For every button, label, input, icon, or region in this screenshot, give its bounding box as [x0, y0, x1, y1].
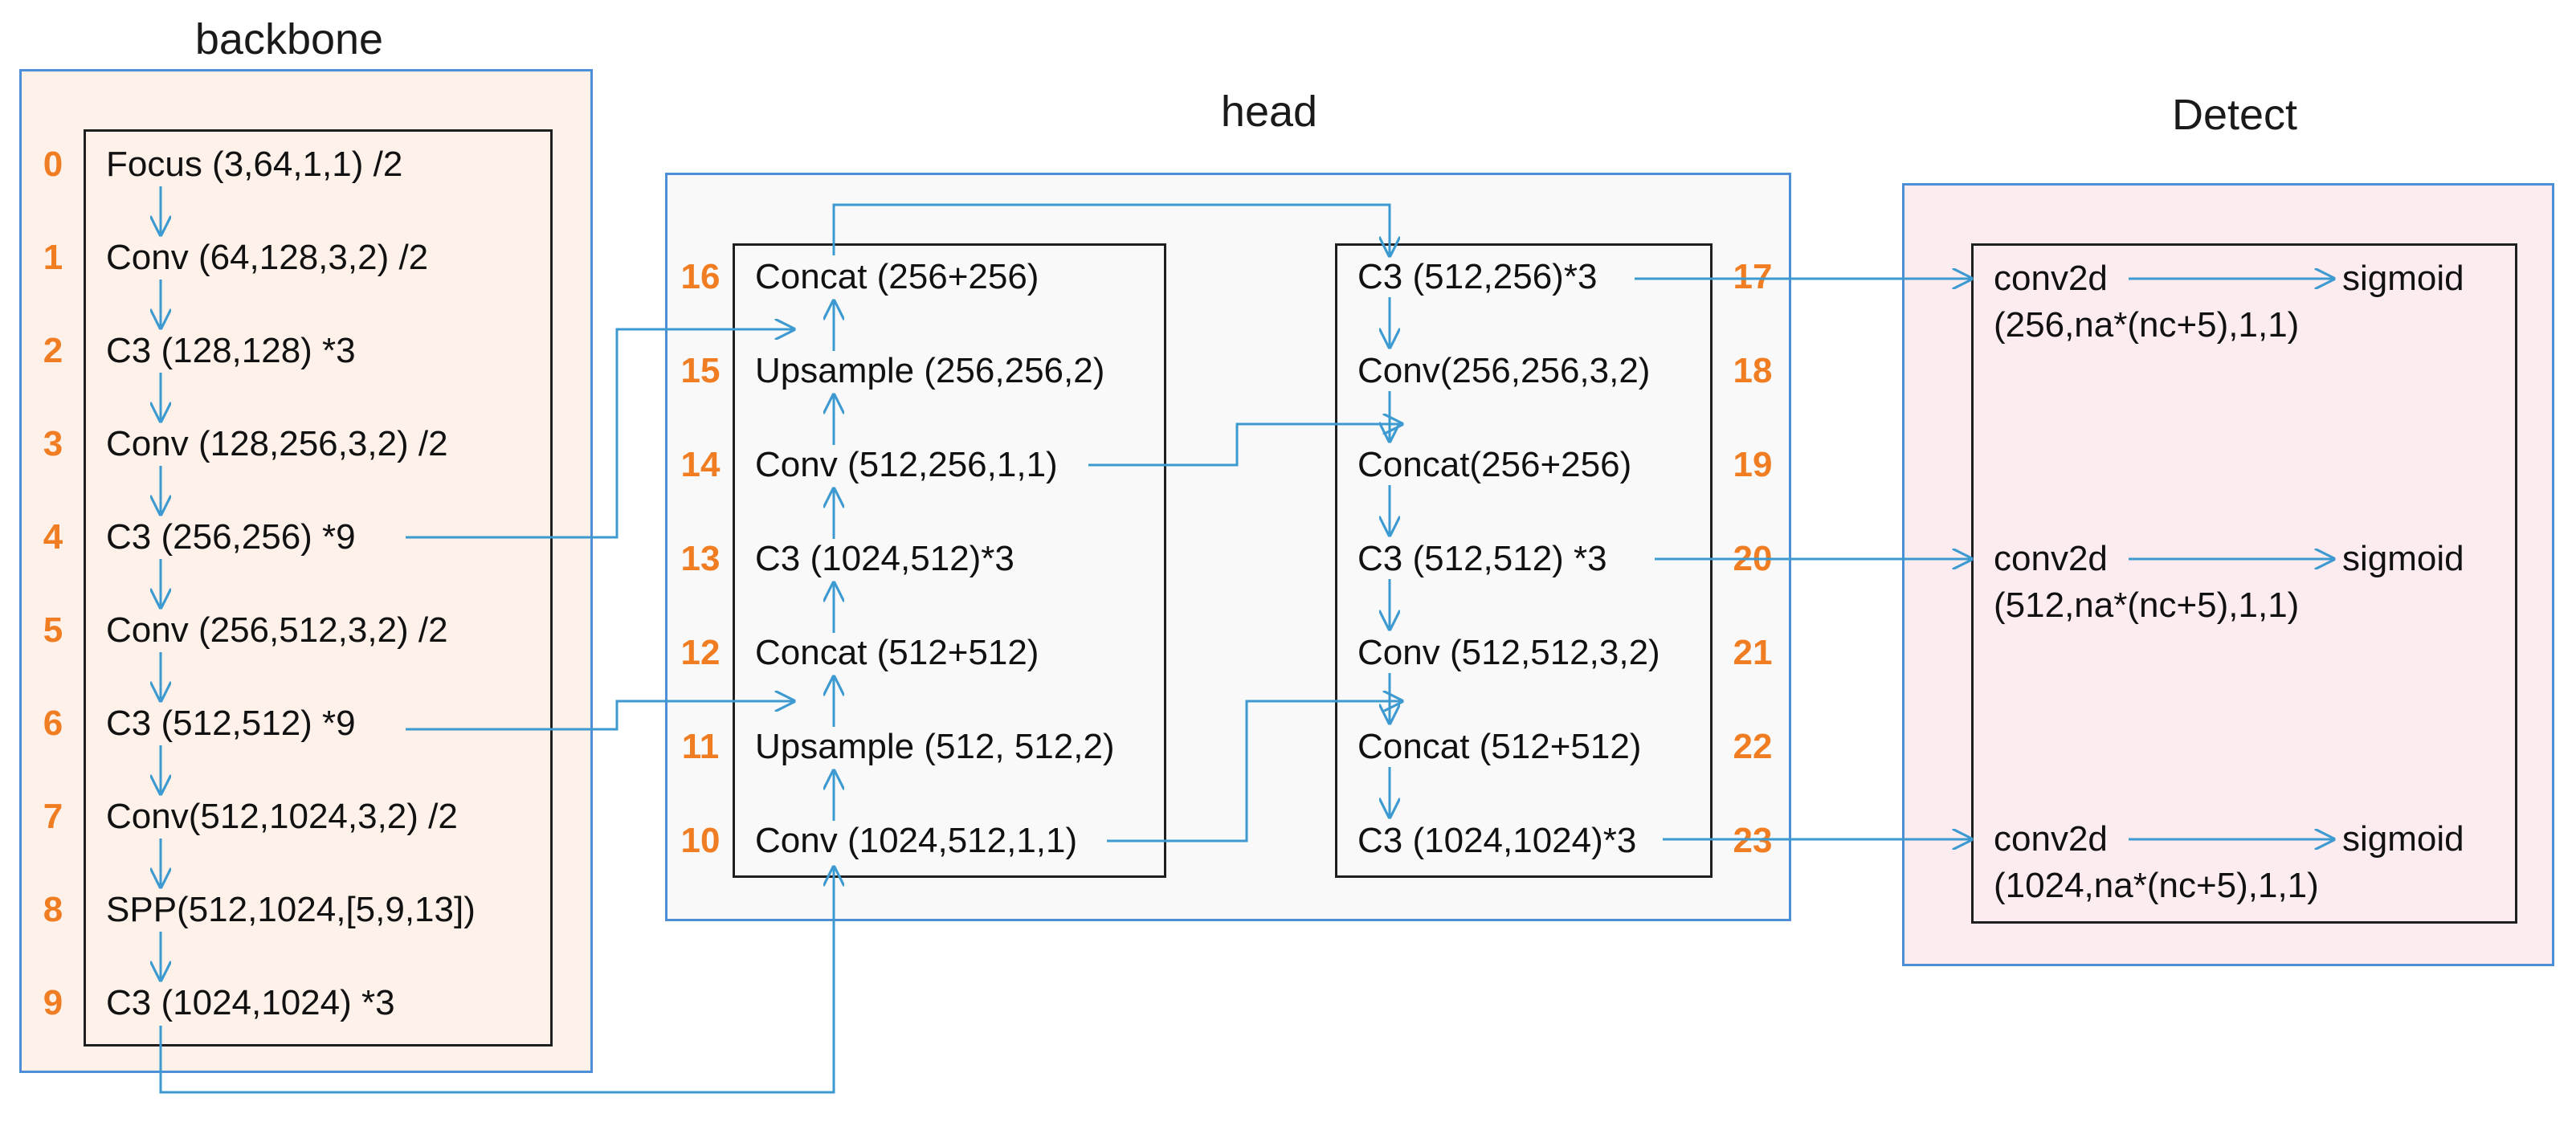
backbone-layer-box	[84, 129, 553, 1047]
layer-index: 11	[681, 727, 720, 766]
detect-layer-box	[1971, 243, 2517, 924]
layer-label: Concat(256+256)	[1357, 445, 1632, 484]
layer-label: Conv (256,512,3,2) /2	[106, 610, 448, 650]
layer-index: 14	[680, 445, 721, 484]
layer-label: Upsample (256,256,2)	[755, 351, 1105, 390]
detect-args-label: (1024,na*(nc+5),1,1)	[1994, 866, 2319, 905]
layer-index: 10	[680, 821, 721, 860]
layer-label: Conv(256,256,3,2)	[1357, 351, 1651, 390]
layer-label: Conv(512,1024,3,2) /2	[106, 797, 458, 836]
layer-index: 16	[680, 257, 721, 296]
detect-activation-label: sigmoid	[2342, 259, 2464, 298]
layer-index: 15	[680, 351, 721, 390]
detect-args-label: (256,na*(nc+5),1,1)	[1994, 305, 2300, 345]
layer-index: 2	[43, 331, 63, 370]
skip-9-to-10	[159, 867, 834, 1094]
layer-index: 17	[1733, 257, 1773, 296]
layer-index: 18	[1733, 351, 1773, 390]
layer-label: Concat (256+256)	[755, 257, 1039, 296]
detect-conv-label: conv2d	[1994, 819, 2108, 859]
skip-14-to-19	[1088, 424, 1402, 467]
layer-index: 6	[43, 704, 63, 743]
layer-index: 7	[43, 797, 63, 836]
layer-label: Concat (512+512)	[1357, 727, 1642, 766]
layer-index: 9	[43, 983, 63, 1022]
head-title: head	[1220, 88, 1318, 136]
layer-label: Conv (512,512,3,2)	[1357, 633, 1660, 672]
layer-index: 21	[1733, 633, 1773, 672]
layer-label: C3 (1024,512)*3	[755, 539, 1014, 578]
layer-index: 13	[680, 539, 721, 578]
detect-activation-label: sigmoid	[2342, 819, 2464, 859]
layer-label: Upsample (512, 512,2)	[755, 727, 1115, 766]
layer-label: Conv (128,256,3,2) /2	[106, 424, 448, 463]
detect-title: Detect	[2171, 91, 2298, 139]
skip-4-to-16	[406, 329, 794, 539]
layer-label: Focus (3,64,1,1) /2	[106, 145, 403, 184]
detect-panel	[1902, 183, 2554, 966]
skip-16-to-17	[832, 203, 1390, 255]
layer-index: 8	[43, 890, 63, 929]
layer-label: C3 (512,256)*3	[1357, 257, 1598, 296]
layer-index: 3	[43, 424, 63, 463]
layer-label: C3 (128,128) *3	[106, 331, 356, 370]
layer-index: 12	[680, 633, 721, 672]
detect-conv-label: conv2d	[1994, 259, 2108, 298]
layer-index: 4	[43, 517, 63, 557]
detect-conv-label: conv2d	[1994, 539, 2108, 578]
layer-index: 1	[43, 238, 63, 277]
layer-index: 22	[1733, 727, 1773, 766]
layer-label: C3 (1024,1024)*3	[1357, 821, 1637, 860]
layer-label: C3 (1024,1024) *3	[106, 983, 395, 1022]
head-left-layer-box	[733, 243, 1166, 878]
skip-10-to-22	[1107, 701, 1402, 843]
layer-label: C3 (256,256) *9	[106, 517, 356, 557]
head-right-layer-box	[1335, 243, 1713, 878]
layer-index: 0	[43, 145, 63, 184]
head-panel	[665, 173, 1791, 921]
skip-6-to-12	[406, 701, 794, 731]
layer-label: Conv (1024,512,1,1)	[755, 821, 1078, 860]
layer-label: SPP(512,1024,[5,9,13])	[106, 890, 476, 929]
backbone-title: backbone	[194, 15, 384, 63]
layer-index: 5	[43, 610, 63, 650]
layer-label: C3 (512,512) *3	[1357, 539, 1607, 578]
layer-label: C3 (512,512) *9	[106, 704, 356, 743]
layer-label: Conv (64,128,3,2) /2	[106, 238, 429, 277]
backbone-panel	[19, 69, 593, 1073]
layer-label: Conv (512,256,1,1)	[755, 445, 1058, 484]
layer-index: 19	[1733, 445, 1773, 484]
detect-args-label: (512,na*(nc+5),1,1)	[1994, 585, 2300, 625]
layer-label: Concat (512+512)	[755, 633, 1039, 672]
detect-activation-label: sigmoid	[2342, 539, 2464, 578]
